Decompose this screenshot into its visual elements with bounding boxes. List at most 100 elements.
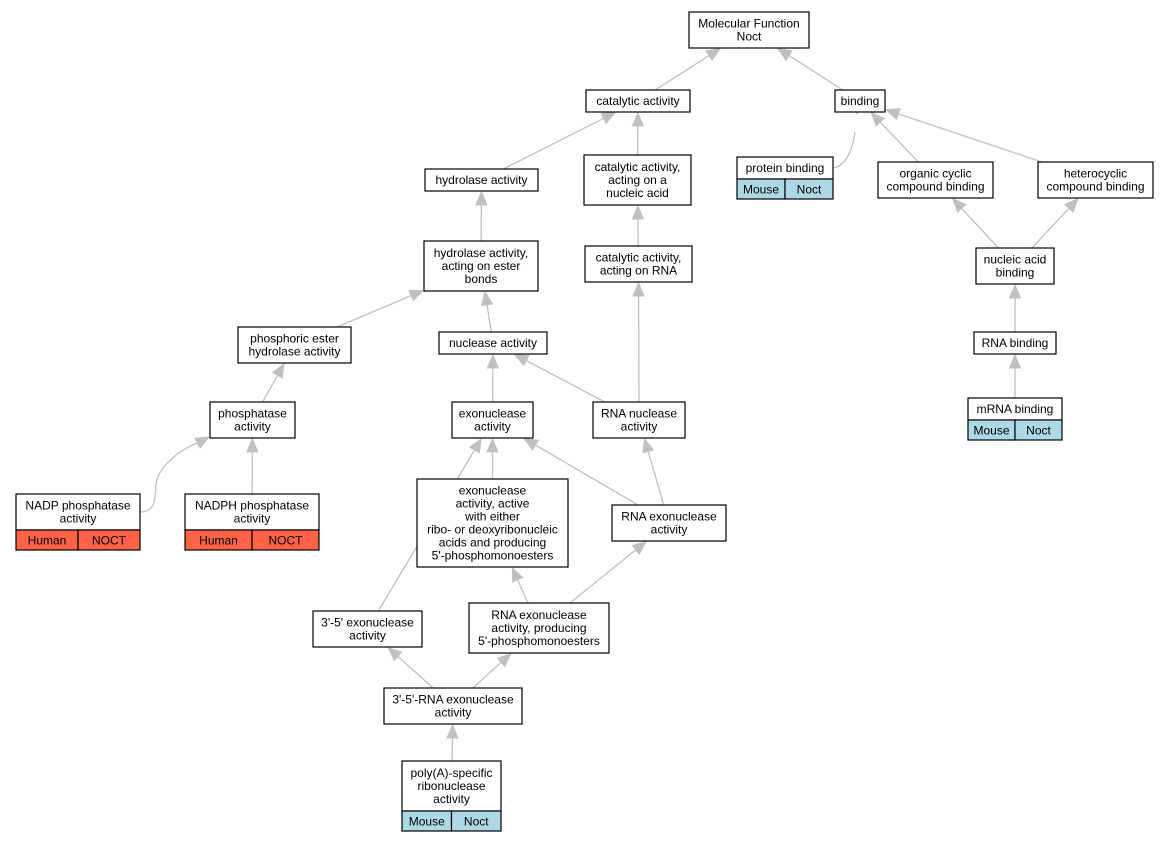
node-label-line: compound binding [886, 180, 984, 194]
arrowhead-icon [194, 436, 211, 449]
arrowhead-icon [631, 111, 645, 127]
edge-rna_nuclease-to-cat_rna [632, 281, 645, 403]
arrowhead-icon [705, 47, 722, 62]
node-box [611, 504, 727, 542]
arrowhead-icon [480, 290, 494, 307]
edge-hydrolase_ester-to-hydrolase [475, 190, 488, 242]
node-box [438, 331, 548, 355]
node-label-line: binding [841, 94, 880, 108]
go-term-node-hydrolase[interactable]: hydrolase activity [424, 168, 539, 192]
arrowhead-icon [1008, 283, 1022, 299]
arrowhead-icon [496, 652, 512, 668]
node-label-line: activity [651, 523, 688, 537]
arrowhead-icon [511, 566, 524, 583]
edge-line [525, 359, 606, 403]
edge-rna_exo_35-to-exo_35 [387, 646, 434, 689]
node-box [416, 478, 569, 568]
node-label-line: RNA exonuclease [621, 510, 717, 524]
node-box [583, 154, 692, 206]
human-annotation-label: Human [199, 534, 238, 548]
node-box [584, 245, 693, 283]
mouse-annotation-cell [784, 178, 834, 200]
edge-line [788, 54, 844, 91]
go-term-node-cat-rna[interactable]: catalytic activity,acting on RNA [584, 245, 693, 283]
arrowhead-icon [408, 290, 425, 302]
node-box [209, 401, 296, 439]
node-box [401, 760, 502, 812]
node-label-line: activity [234, 420, 271, 434]
node-label-line: exonuclease [459, 407, 527, 421]
node-label-line: acids and producing [439, 536, 546, 550]
edge-line [472, 661, 502, 689]
node-label-line: acting on a [608, 173, 667, 187]
node-label-line: activity, producing [491, 621, 586, 635]
node-label-line: catalytic activity [596, 94, 679, 108]
go-term-node-polya[interactable]: poly(A)-specificribonucleaseactivityMous… [401, 760, 502, 832]
edge-hydrolase-to-catalytic [502, 111, 617, 170]
edge-line [397, 655, 434, 689]
edge-rna_exo_5p-to-rna_exo [569, 540, 647, 604]
mouse-annotation-cell [450, 810, 502, 832]
node-box [424, 168, 539, 192]
mouse-annotation-label: Noct [464, 815, 489, 829]
edge-line [139, 442, 198, 513]
node-box [585, 89, 691, 113]
edge-line [569, 549, 637, 604]
arrowhead-icon [600, 111, 617, 125]
arrowhead-icon [523, 437, 540, 451]
go-term-node-binding[interactable]: binding [834, 89, 886, 113]
node-label-line: 5'-phosphomonoesters [478, 634, 600, 648]
node-label-line: bonds [465, 272, 498, 286]
edge-rna_exo-to-exonuclease [523, 437, 639, 506]
node-box [1037, 161, 1154, 199]
human-annotation-cell [251, 529, 320, 551]
mouse-annotation-label: Mouse [973, 424, 1009, 438]
node-label-line: activity [60, 512, 97, 526]
arrowhead-icon [631, 540, 647, 555]
go-term-node-rna-binding[interactable]: RNA binding [973, 331, 1057, 355]
edge-binding-to-mf [776, 47, 844, 91]
edge-catalytic-to-mf [654, 47, 722, 91]
arrowhead-icon [631, 204, 645, 220]
edge-line [486, 304, 492, 333]
mouse-annotation-label: Noct [1026, 424, 1051, 438]
go-term-node-nuclease[interactable]: nuclease activity [438, 331, 548, 355]
human-annotation-label: Human [28, 534, 67, 548]
node-box [423, 240, 539, 292]
node-label-line: hydrolase activity [248, 345, 340, 359]
node-label-line: 3'-5'-RNA exonuclease [392, 693, 514, 707]
go-term-node-catalytic[interactable]: catalytic activity [585, 89, 691, 113]
edge-line [262, 374, 279, 403]
node-box [312, 610, 423, 648]
node-label-line: exonuclease [459, 484, 527, 498]
arrowhead-icon [271, 362, 285, 379]
human-annotation-label: NOCT [92, 534, 127, 548]
node-label-line: nuclease activity [449, 336, 537, 350]
edge-nuclease-to-hydrolase_ester [480, 290, 494, 333]
edge-line [961, 207, 999, 249]
arrowhead-icon [642, 437, 655, 454]
human-annotation-label: NOCT [269, 534, 304, 548]
edge-phosphatase-to-phos_ester [262, 362, 285, 403]
edge-phos_ester-to-hydrolase_ester [336, 290, 425, 328]
